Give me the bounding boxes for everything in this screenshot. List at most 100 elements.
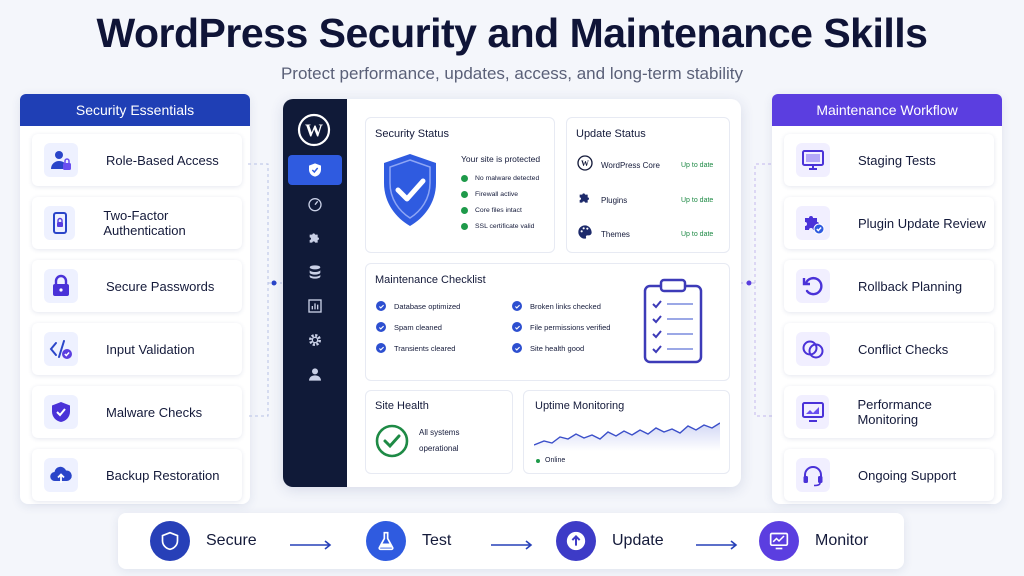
workflow-item-rollback-planning[interactable]: Rollback Planning: [784, 260, 994, 312]
dashboard-sidebar: W: [283, 99, 347, 487]
code-check-icon: [44, 332, 78, 366]
overlap-circles-icon: [796, 332, 830, 366]
workflow-item-label: Performance Monitoring: [857, 397, 932, 427]
nav-database-icon[interactable]: [288, 257, 342, 287]
security-item-malware-checks[interactable]: Malware Checks: [32, 386, 242, 438]
rollback-icon: [796, 269, 830, 303]
maintenance-checklist-card: Maintenance Checklist Database optimized…: [365, 263, 730, 381]
security-status-headline: Your site is protected: [461, 154, 541, 164]
update-row-status: Up to date: [681, 162, 714, 169]
arrow-right-icon: [696, 540, 738, 550]
check-circle-icon: [512, 343, 522, 353]
plugins-puzzle-icon: [577, 190, 593, 211]
left-connector: [248, 163, 282, 417]
headset-icon: [796, 458, 830, 492]
maintenance-workflow-panel: Maintenance Workflow Staging Tests Plugi…: [772, 94, 1002, 504]
security-check-row: Firewall active: [461, 191, 518, 198]
checklist-item: Transients cleared: [376, 343, 455, 353]
process-flow: Secure Test Update Monitor: [118, 513, 904, 569]
security-item-role-based-access[interactable]: Role-Based Access: [32, 134, 242, 186]
flow-step-update[interactable]: Update: [556, 521, 664, 561]
svg-text:W: W: [581, 159, 589, 168]
checklist-item: Database optimized: [376, 301, 460, 311]
check-circle-green-icon: [375, 424, 409, 463]
security-item-label: Secure Passwords: [106, 278, 215, 294]
security-check-row: No malware detected: [461, 175, 539, 182]
uptime-legend-label: Online: [545, 457, 566, 464]
clipboard-checklist-icon: [642, 278, 704, 369]
wordpress-core-icon: W: [577, 155, 593, 176]
puzzle-check-icon: [796, 206, 830, 240]
flow-step-secure[interactable]: Secure: [150, 521, 257, 561]
nav-security-icon[interactable]: [288, 155, 342, 185]
security-item-secure-passwords[interactable]: Secure Passwords: [32, 260, 242, 312]
workflow-item-staging-tests[interactable]: Staging Tests: [784, 134, 994, 186]
monitor-icon: [796, 143, 830, 177]
shield-check-icon: [44, 395, 78, 429]
update-row-status: Up to date: [681, 197, 714, 204]
flow-step-monitor[interactable]: Monitor: [759, 521, 868, 561]
checklist-item-label: File permissions verified: [530, 322, 611, 332]
site-health-card: Site Health All systems operational: [365, 390, 513, 474]
check-circle-icon: [512, 322, 522, 332]
site-health-line2: operational: [419, 444, 459, 453]
green-status-dot: [461, 223, 468, 230]
nav-settings-gear-icon[interactable]: [288, 325, 342, 355]
security-item-label: Two-Factor Authentication: [103, 208, 186, 238]
right-connector: [741, 163, 777, 417]
workflow-item-conflict-checks[interactable]: Conflict Checks: [784, 323, 994, 375]
maintenance-checklist-title: Maintenance Checklist: [375, 274, 486, 286]
update-row-label: Themes: [601, 230, 630, 239]
checklist-item-label: Transients cleared: [394, 343, 456, 353]
uptime-monitoring-card: Uptime Monitoring Online: [523, 390, 730, 474]
security-item-input-validation[interactable]: Input Validation: [32, 323, 242, 375]
page-title: WordPress Security and Maintenance Skill…: [96, 10, 928, 56]
uptime-monitoring-title: Uptime Monitoring: [535, 400, 625, 412]
green-status-dot: [461, 207, 468, 214]
security-status-card: Security Status Your site is protected N…: [365, 117, 555, 253]
workflow-item-performance-monitoring[interactable]: Performance Monitoring: [784, 386, 994, 438]
update-row-label: Plugins: [601, 196, 628, 205]
nav-user-icon[interactable]: [288, 359, 342, 389]
nav-speed-gauge-icon[interactable]: [288, 189, 342, 219]
user-lock-icon: [44, 143, 78, 177]
online-dot: [536, 458, 540, 463]
checklist-item-label: Database optimized: [394, 301, 461, 311]
security-check-row: SSL certificate valid: [461, 223, 534, 230]
update-row-themes: Themes Up to date: [577, 224, 725, 245]
site-health-title: Site Health: [375, 400, 429, 412]
workflow-item-ongoing-support[interactable]: Ongoing Support: [784, 449, 994, 501]
phone-lock-icon: [44, 206, 76, 240]
flask-icon: [366, 521, 406, 561]
security-check-label: No malware detected: [475, 175, 540, 182]
uptime-legend: Online: [536, 457, 565, 464]
wordpress-dashboard: W Security Status Your site is protected: [283, 99, 741, 487]
workflow-item-label: Plugin Update Review: [858, 215, 986, 231]
workflow-item-label: Rollback Planning: [858, 278, 963, 294]
workflow-item-label: Ongoing Support: [858, 467, 957, 483]
check-circle-icon: [376, 301, 386, 311]
security-essentials-heading: Security Essentials: [20, 94, 250, 126]
workflow-item-plugin-update-review[interactable]: Plugin Update Review: [784, 197, 994, 249]
nav-plugins-icon[interactable]: [288, 223, 342, 253]
green-status-dot: [461, 175, 468, 182]
chart-monitor-icon: [796, 395, 830, 429]
security-item-backup-restoration[interactable]: Backup Restoration: [32, 449, 242, 501]
themes-palette-icon: [577, 224, 593, 245]
wordpress-logo-icon: W: [297, 113, 331, 147]
arrow-right-icon: [491, 540, 533, 550]
security-status-title: Security Status: [375, 128, 449, 140]
security-item-label: Input Validation: [106, 341, 195, 357]
security-item-two-factor-authentication[interactable]: Two-Factor Authentication: [32, 197, 242, 249]
shield-check-icon: [380, 152, 440, 233]
security-item-label: Backup Restoration: [106, 467, 220, 483]
update-row-status: Up to date: [681, 231, 714, 238]
maintenance-workflow-heading: Maintenance Workflow: [772, 94, 1002, 126]
check-circle-icon: [376, 322, 386, 332]
flow-step-label: Monitor: [815, 532, 869, 549]
workflow-item-label: Staging Tests: [858, 152, 936, 168]
flow-step-test[interactable]: Test: [366, 521, 451, 561]
nav-analytics-icon[interactable]: [288, 291, 342, 321]
security-check-label: Firewall active: [475, 191, 519, 198]
flow-step-label: Secure: [206, 532, 257, 549]
